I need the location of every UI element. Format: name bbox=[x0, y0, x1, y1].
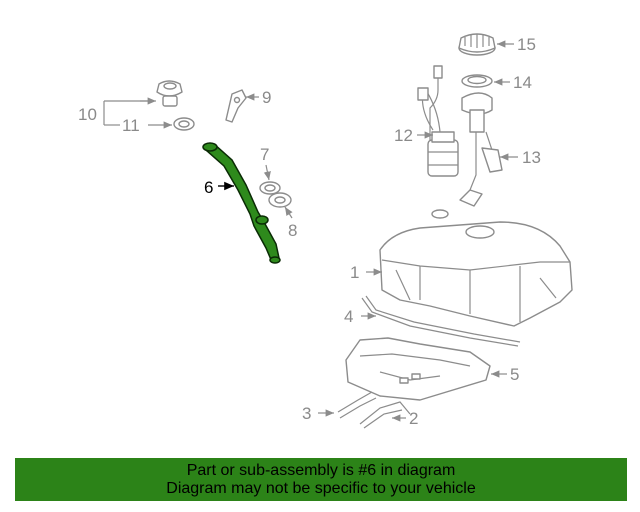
part-11-gasket[interactable] bbox=[173, 117, 195, 131]
callout-1: 1 bbox=[350, 263, 359, 282]
part-6-filler-hose[interactable] bbox=[202, 142, 281, 264]
part-15-cap[interactable] bbox=[458, 33, 496, 56]
callout-7: 7 bbox=[260, 145, 269, 164]
part-12-fuel-pump[interactable] bbox=[417, 65, 459, 177]
callout-3: 3 bbox=[302, 404, 311, 423]
callout-15: 15 bbox=[517, 35, 536, 54]
callout-6: 6 bbox=[204, 178, 213, 197]
part-10-filler-cap[interactable] bbox=[156, 80, 183, 107]
part-9-bracket[interactable] bbox=[225, 89, 247, 123]
callout-5: 5 bbox=[510, 365, 519, 384]
callout-14: 14 bbox=[513, 73, 532, 92]
part-1-fuel-tank[interactable] bbox=[379, 209, 573, 327]
callout-11: 11 bbox=[122, 116, 140, 135]
banner-line-2: Diagram may not be specific to your vehi… bbox=[166, 479, 476, 497]
callout-2: 2 bbox=[409, 409, 418, 428]
callout-12: 12 bbox=[394, 126, 413, 145]
part-14-seal[interactable] bbox=[461, 74, 493, 88]
part-3-bracket[interactable] bbox=[337, 391, 377, 419]
banner-line-1: Part or sub-assembly is #6 in diagram bbox=[186, 461, 456, 479]
callout-9: 9 bbox=[262, 88, 271, 107]
callout-8: 8 bbox=[288, 221, 297, 240]
callout-13: 13 bbox=[522, 148, 541, 167]
part-8-grommet[interactable] bbox=[268, 192, 292, 208]
part-5-shield[interactable] bbox=[345, 337, 491, 401]
part-7-clamp[interactable] bbox=[259, 181, 281, 195]
part-4-strap[interactable] bbox=[361, 295, 521, 347]
part-2-bracket[interactable] bbox=[359, 401, 411, 429]
part-13-sending-unit[interactable] bbox=[459, 92, 503, 207]
callout-4: 4 bbox=[344, 307, 353, 326]
callout-10: 10 bbox=[78, 105, 97, 124]
highlight-info-banner: Part or sub-assembly is #6 in diagram Di… bbox=[15, 458, 627, 501]
